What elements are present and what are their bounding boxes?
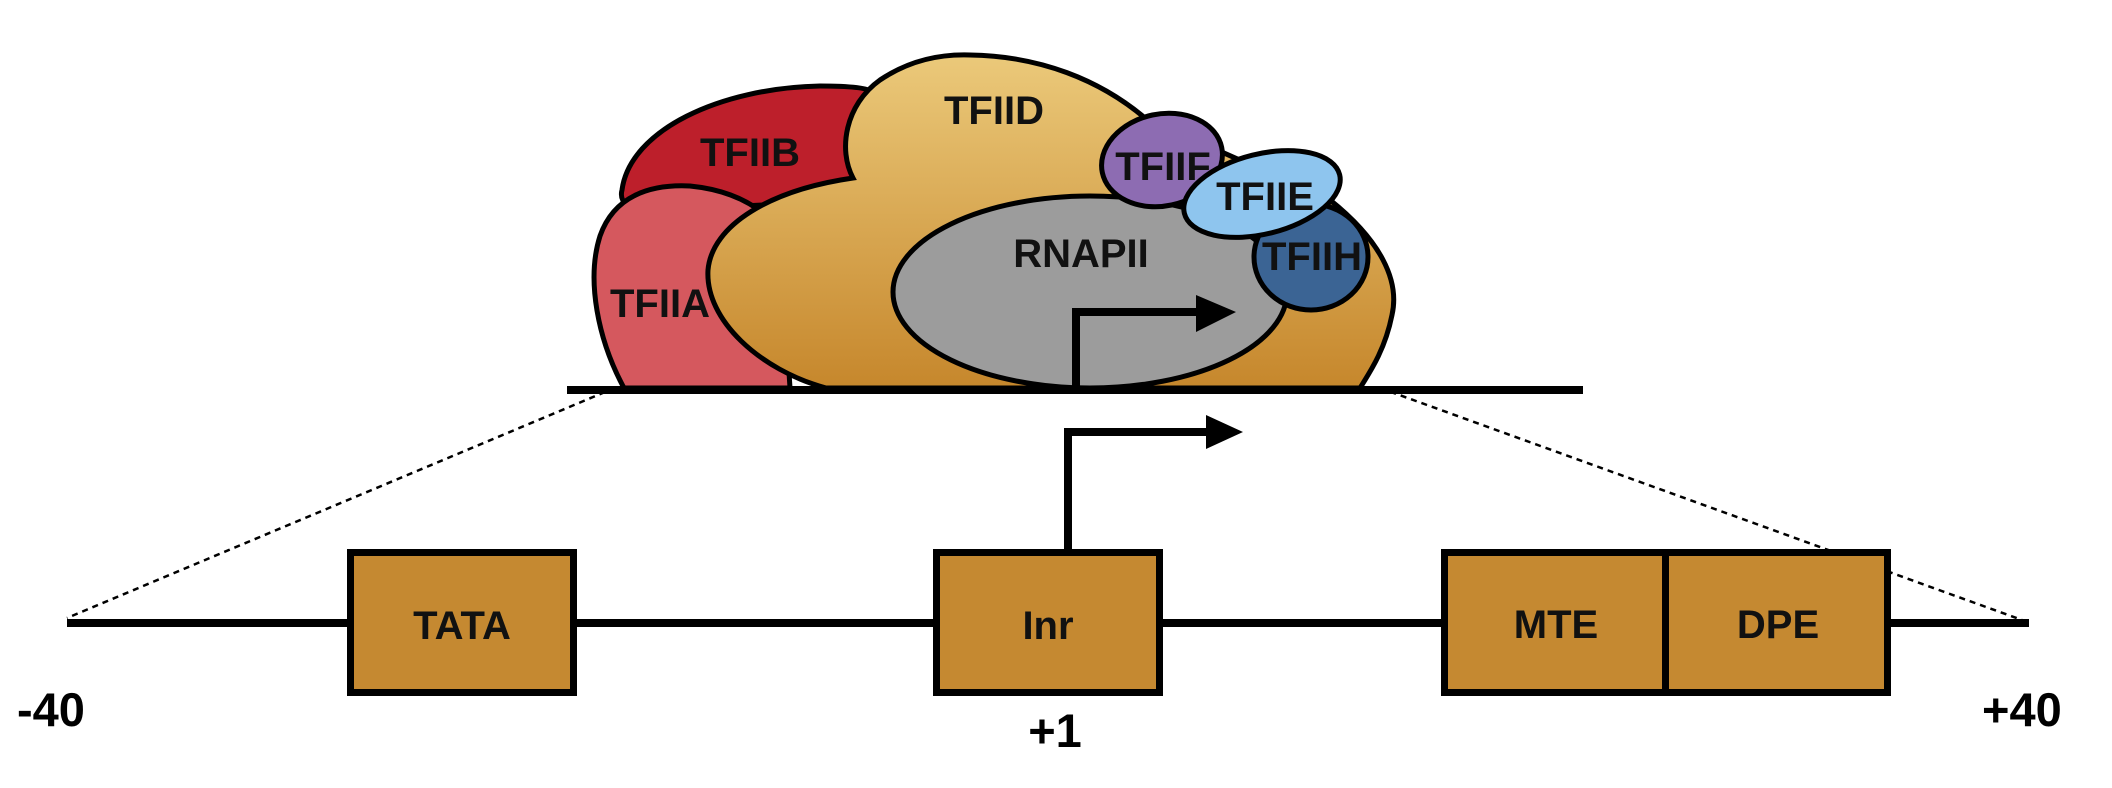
promoter-tss-arrow-icon — [1064, 415, 1243, 552]
mte-box — [1441, 549, 1669, 696]
mte-label: MTE — [1514, 603, 1598, 647]
tfiid-label: TFIID — [944, 89, 1044, 133]
complex-tss-arrow-icon — [1072, 295, 1236, 390]
dpe-label: DPE — [1737, 603, 1819, 647]
zoom-connector-right — [1379, 386, 2023, 622]
tata-label: TATA — [413, 604, 511, 648]
tfiif-shape — [1099, 110, 1225, 210]
inr-label: Inr — [1022, 604, 1073, 648]
tfiie-label: TFIIE — [1216, 175, 1314, 219]
tata-box — [347, 549, 577, 696]
core-promoter: TATA Inr MTE DPE -40 +1 +40 — [17, 415, 2062, 757]
tfiib-label: TFIIB — [700, 131, 800, 175]
tfiif-label: TFIIF — [1115, 145, 1211, 189]
zoom-connector-left — [66, 390, 606, 620]
tfiih-label: TFIIH — [1262, 235, 1362, 279]
position-tss-label: +1 — [1028, 704, 1082, 757]
tfiie-shape — [1181, 148, 1343, 240]
position-start-label: -40 — [17, 683, 85, 736]
tfiia-label: TFIIA — [610, 282, 710, 326]
inr-box — [933, 549, 1163, 696]
rnapii-label: RNAPII — [1013, 232, 1149, 276]
position-end-label: +40 — [1982, 683, 2062, 736]
dpe-box — [1662, 549, 1891, 696]
preinitiation-complex: TFIIB TFIIA TFIID RNAPII TFIIF TFIIE TFI… — [591, 52, 1397, 391]
